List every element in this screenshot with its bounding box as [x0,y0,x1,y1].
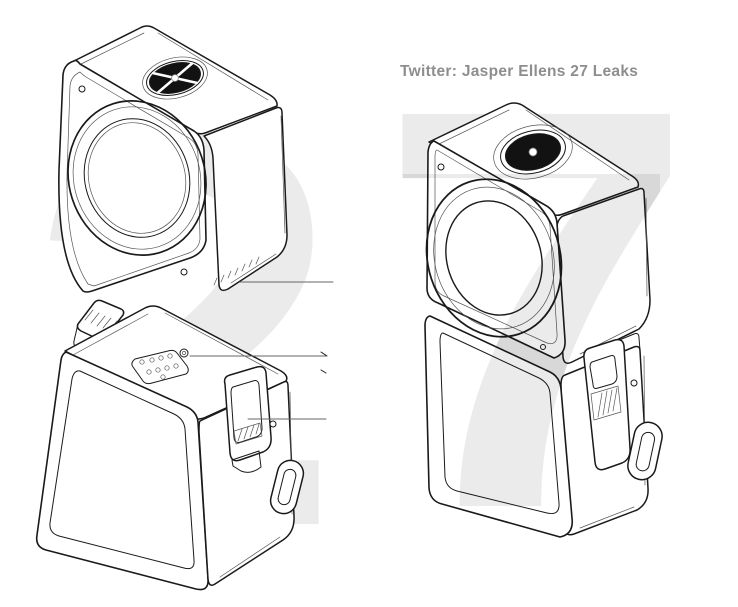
screw-icon [180,268,188,276]
assembled-lens-rings [425,178,563,338]
lanyard-loop [269,459,305,515]
callout-tick [320,351,328,374]
shutter-button [142,56,208,100]
camera-side-face [203,106,288,292]
assembled-latch-clip [583,333,641,471]
assembled-screen-front-face [424,315,574,538]
latch-clip [223,365,272,473]
screw-icon [78,85,86,93]
screen-front-face [35,351,209,591]
screen-module-drawing [35,299,328,591]
top-lens [493,124,573,180]
camera-module-drawing [58,25,334,293]
assembled-unit-drawing [424,102,663,538]
camera-front-face [58,59,207,293]
screen-panel [49,370,195,570]
screw-icon [269,420,277,428]
attribution-text: Twitter: Jasper Ellens 27 Leaks [400,63,639,80]
assembled-lanyard-loop [627,421,663,481]
connector-pins [131,349,189,385]
speaker-vents [213,256,260,286]
lens-rings [67,100,207,256]
screw-icon [630,379,638,387]
assembled-screen-panel [439,332,560,514]
screw-icon [437,163,445,171]
mount-clip-tab [76,299,125,341]
top-button [179,348,189,358]
assembled-camera-side-face [556,187,651,364]
screw-icon [540,344,546,350]
